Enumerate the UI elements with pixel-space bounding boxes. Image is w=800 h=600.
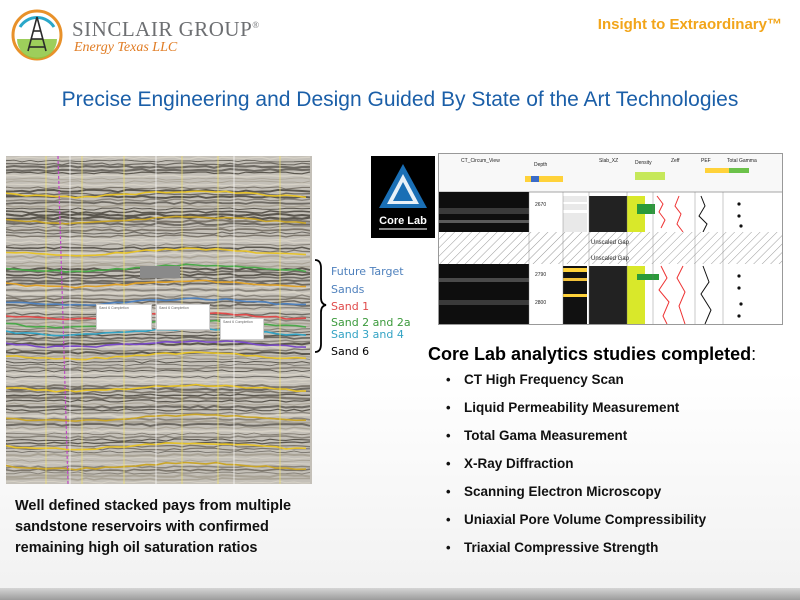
bullet-icon: •	[446, 484, 451, 499]
corelab-heading: Core Lab analytics studies completed:	[428, 344, 757, 364]
slide-title: Precise Engineering and Design Guided By…	[61, 88, 739, 111]
svg-text:Total Gamma: Total Gamma	[727, 158, 757, 164]
list-item: •CT High Frequency Scan	[446, 372, 624, 387]
list-item: •Scanning Electron Microscopy	[446, 484, 662, 499]
company-subtitle: Energy Texas LLC	[74, 40, 178, 55]
core-log-chart: CT_Circum_View Depth Slab_XZ Density Zef…	[438, 153, 783, 325]
list-item: •X-Ray Diffraction	[446, 456, 574, 471]
list-item: •Triaxial Compressive Strength	[446, 540, 659, 555]
list-item: •Total Gama Measurement	[446, 428, 628, 443]
seismic-section-image: Sand 6 Completion Sand 6 Completion Sand…	[6, 156, 312, 484]
corelab-logo-icon: Core Lab	[371, 156, 435, 238]
svg-text:PEF: PEF	[701, 158, 711, 164]
svg-text:Zeff: Zeff	[671, 158, 680, 164]
sand-label: Future Target	[331, 265, 404, 278]
sand-label: Sands	[331, 283, 365, 296]
svg-text:Density: Density	[635, 160, 652, 166]
bullet-icon: •	[446, 540, 451, 555]
svg-text:2790: 2790	[535, 272, 546, 278]
bullet-icon: •	[446, 428, 451, 443]
bullet-icon: •	[446, 456, 451, 471]
sand-label: Sand 1	[331, 300, 370, 313]
bullet-icon: •	[446, 400, 451, 415]
bullet-icon: •	[446, 372, 451, 387]
bullet-icon: •	[446, 512, 451, 527]
completion-label-box: Sand 6 Completion	[96, 304, 152, 330]
svg-text:2670: 2670	[535, 202, 546, 208]
sinclair-logo-icon	[11, 9, 63, 61]
svg-text:2800: 2800	[535, 300, 546, 306]
completion-label-box: Sand 6 Completion	[220, 318, 264, 340]
list-item: •Liquid Permeability Measurement	[446, 400, 680, 415]
tagline: Insight to Extraordinary™	[597, 16, 782, 33]
seismic-caption: Well defined stacked pays from multiple …	[15, 498, 292, 556]
sand-label: Sand 3 and 4	[331, 328, 404, 341]
sand-label: Sand 6	[331, 345, 370, 358]
footer-bar	[0, 588, 800, 600]
svg-text:Unscaled Gap: Unscaled Gap	[591, 256, 630, 262]
company-name: SINCLAIR GROUP®	[72, 17, 260, 41]
sand-label: Sand 2 and 2a	[331, 316, 411, 329]
svg-text:Unscaled Gap: Unscaled Gap	[591, 240, 630, 246]
list-item: •Uniaxial Pore Volume Compressibility	[446, 512, 707, 527]
studies-list: •CT High Frequency Scan •Liquid Permeabi…	[446, 371, 706, 567]
svg-text:CT_Circum_View: CT_Circum_View	[461, 158, 500, 164]
svg-text:Core Lab: Core Lab	[379, 215, 427, 227]
svg-text:Slab_XZ: Slab_XZ	[599, 158, 618, 164]
completion-label-box: Sand 6 Completion	[156, 304, 210, 330]
brace-bracket-icon	[314, 259, 327, 353]
svg-text:Depth: Depth	[534, 162, 548, 168]
